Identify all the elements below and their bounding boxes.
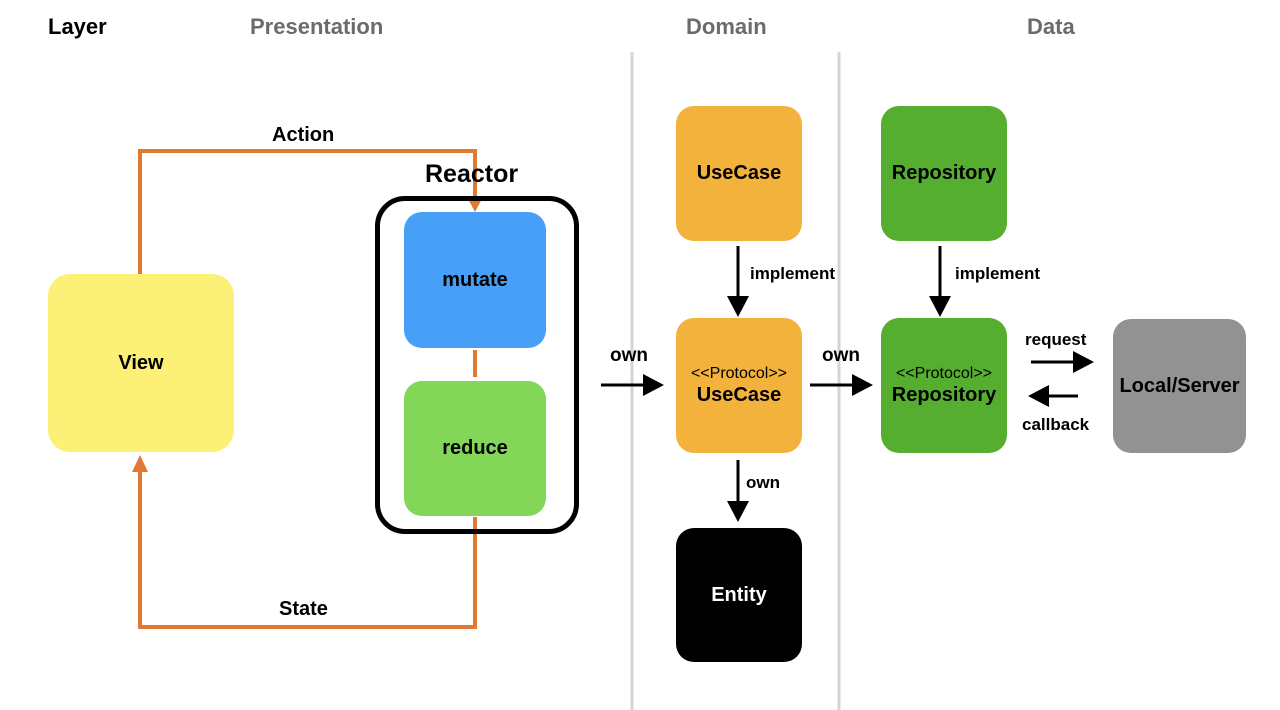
protocol-usecase-box: <<Protocol>> UseCase: [676, 318, 802, 453]
request-arrowhead: [1073, 351, 1094, 373]
view-box: View: [48, 274, 234, 452]
reactor-title: Reactor: [425, 160, 519, 188]
protocol-tag-data: <<Protocol>>: [895, 365, 993, 382]
usecase-label: UseCase: [696, 162, 782, 184]
implement-label-data: implement: [955, 264, 1041, 283]
protocol-repository-label: Repository: [891, 384, 997, 406]
usecase-box: UseCase: [676, 106, 802, 241]
mutate-box: mutate: [404, 212, 546, 348]
implement-arrowhead-1: [727, 296, 749, 317]
layer-header: Layer: [48, 14, 107, 39]
state-label: State: [279, 598, 328, 620]
own-arrowhead-1: [643, 374, 664, 396]
implement-arrowhead-2: [929, 296, 951, 317]
state-arrowhead: [132, 455, 148, 472]
reduce-box: reduce: [404, 381, 546, 516]
view-label: View: [118, 351, 164, 374]
local-server-box: Local/Server: [1113, 319, 1246, 453]
entity-label: Entity: [711, 583, 767, 606]
mutate-label: mutate: [442, 268, 508, 291]
presentation-header: Presentation: [250, 14, 384, 39]
action-line: [138, 149, 477, 274]
own-entity-arrowhead: [727, 501, 749, 522]
reduce-label: reduce: [442, 437, 508, 459]
protocol-tag-domain: <<Protocol>>: [690, 365, 788, 382]
own-label-domain: own: [822, 345, 860, 366]
reactor-container: [375, 196, 579, 534]
repository-label: Repository: [891, 162, 997, 184]
protocol-repository-box: <<Protocol>> Repository: [881, 318, 1007, 453]
callback-arrowhead: [1028, 385, 1049, 407]
own-arrowhead-2: [852, 374, 873, 396]
callback-label: callback: [1022, 415, 1090, 434]
local-server-label: Local/Server: [1119, 374, 1240, 397]
repository-box: Repository: [881, 106, 1007, 241]
implement-label-domain: implement: [750, 264, 836, 283]
protocol-usecase-label: UseCase: [696, 384, 782, 406]
state-line: [138, 465, 477, 629]
domain-header: Domain: [686, 14, 767, 39]
own-label-presentation: own: [610, 345, 648, 366]
request-label: request: [1025, 330, 1087, 349]
entity-box: Entity: [676, 528, 802, 662]
action-label: Action: [272, 124, 335, 146]
data-header: Data: [1027, 14, 1075, 39]
own-entity-label: own: [746, 473, 780, 492]
